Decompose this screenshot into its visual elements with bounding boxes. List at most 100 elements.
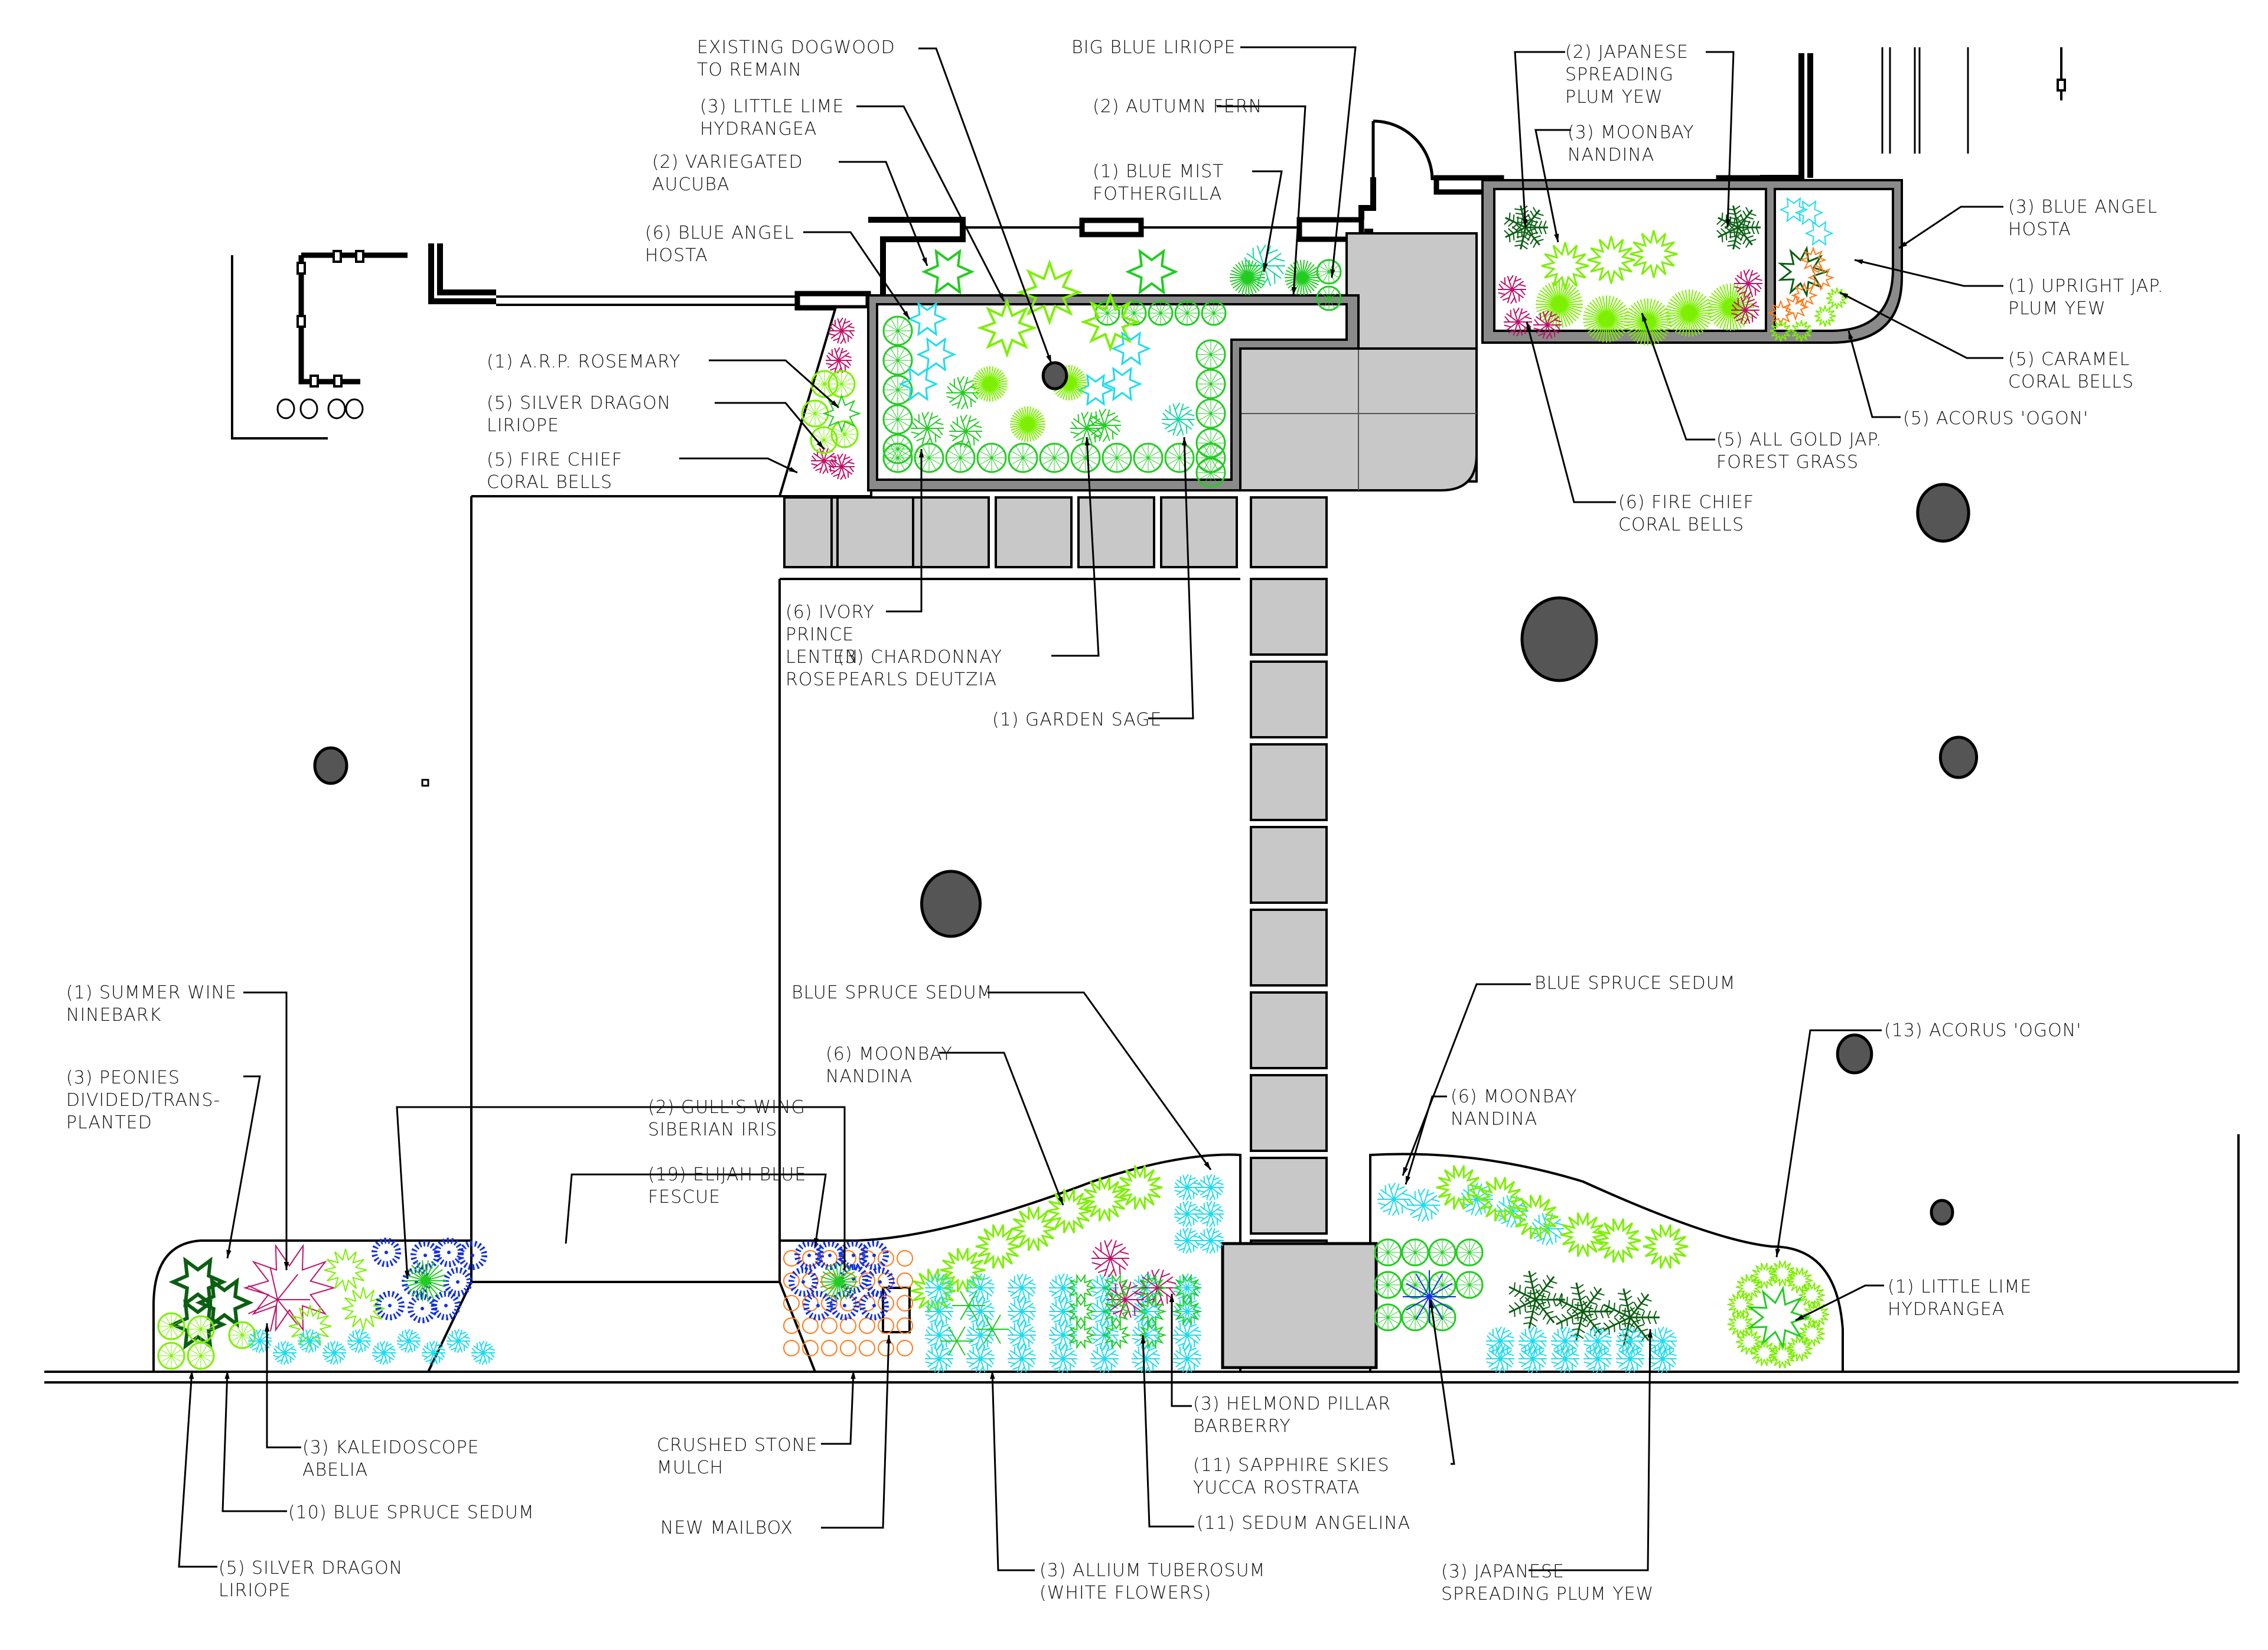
twig (1055, 1299, 1057, 1307)
blade (1666, 308, 1690, 314)
pinna (1741, 223, 1748, 227)
branch (927, 1350, 940, 1359)
pinna (1522, 240, 1529, 245)
spoke (841, 383, 849, 396)
spoke (1408, 1284, 1416, 1297)
twig (936, 1297, 941, 1304)
twig (415, 1340, 421, 1346)
frond (1603, 1303, 1631, 1319)
spoke (1097, 313, 1108, 320)
spoke (1022, 457, 1036, 466)
branch (483, 1352, 488, 1365)
branch (1500, 281, 1513, 290)
spoke (897, 360, 911, 368)
sedum-symbol (397, 1329, 421, 1353)
spoke (897, 445, 905, 458)
twig (372, 1355, 379, 1358)
twig (930, 415, 939, 419)
twig (1076, 437, 1084, 442)
twig (1539, 1335, 1547, 1339)
blade (1713, 307, 1731, 324)
branch (1145, 1358, 1158, 1368)
twig (1153, 1335, 1159, 1341)
leader-line (178, 1370, 217, 1568)
pinna (1586, 1296, 1591, 1303)
branch (1175, 1350, 1188, 1359)
branch (980, 1350, 993, 1359)
pinna (1728, 224, 1735, 231)
spoke (1148, 457, 1161, 466)
twig (1028, 1329, 1036, 1333)
twig (925, 1314, 933, 1317)
crushed-stone (859, 1317, 875, 1334)
branch (305, 1340, 310, 1353)
pinna (1530, 237, 1535, 245)
frond (1508, 1298, 1536, 1314)
spoke (1415, 1252, 1422, 1264)
boulder (1836, 1033, 1873, 1075)
branch (1500, 1332, 1513, 1342)
grass-symbol (972, 366, 1008, 402)
paver (1160, 496, 1238, 568)
sedum-symbol (1008, 1297, 1036, 1326)
spoke (890, 457, 898, 471)
twig (1622, 1329, 1624, 1336)
branch (354, 1340, 360, 1353)
branch (1099, 425, 1105, 441)
pinna (1566, 1306, 1573, 1312)
crushed-stone (821, 1317, 838, 1334)
twig (1276, 265, 1284, 275)
blade (1689, 313, 1694, 337)
branch (1657, 1327, 1663, 1342)
branch (968, 1279, 981, 1288)
dot (421, 1307, 424, 1310)
spoke (1387, 1310, 1400, 1318)
spoke (171, 1319, 183, 1327)
pinna (1586, 1306, 1594, 1310)
pinna (1741, 228, 1748, 232)
blade (1559, 304, 1576, 321)
twig (372, 1348, 377, 1353)
spoke (1210, 430, 1218, 444)
leader-line (1252, 170, 1283, 272)
twig (968, 418, 977, 422)
twig (298, 1343, 304, 1346)
boulder (313, 746, 348, 785)
crushed-stone (821, 1340, 838, 1356)
pinna (1515, 213, 1523, 215)
branch (1520, 1358, 1533, 1368)
branch (968, 1335, 981, 1344)
blade (1302, 277, 1317, 289)
branch (359, 1340, 369, 1349)
liriope-symbol (827, 370, 856, 398)
twig (1383, 1208, 1392, 1213)
branch (1745, 301, 1758, 311)
spoke (230, 1328, 243, 1336)
blade (1585, 318, 1607, 331)
branch (1092, 1358, 1105, 1368)
label-line: LENTEN (786, 647, 859, 668)
plant-symbol (1101, 1320, 1132, 1350)
crushed-stone (783, 1295, 800, 1311)
label-line: BARBERRY (1193, 1416, 1291, 1437)
blade (1711, 307, 1731, 322)
branch (305, 1329, 310, 1342)
plant-symbol (975, 1224, 1021, 1269)
blade (1429, 1283, 1453, 1297)
pinna (1578, 1290, 1585, 1295)
branch (1109, 1299, 1126, 1311)
branch (1532, 1345, 1538, 1359)
blade (1537, 304, 1560, 316)
twig (1185, 1366, 1191, 1374)
twig (966, 1361, 974, 1365)
twig (1622, 1346, 1624, 1354)
sedum-symbol (1377, 1182, 1410, 1216)
branch (1418, 1205, 1424, 1221)
twig (1573, 1358, 1579, 1365)
branch (1565, 1340, 1570, 1355)
branch (1560, 1327, 1566, 1342)
twig (845, 355, 852, 358)
twig (381, 1340, 386, 1347)
spoke (1047, 457, 1055, 471)
